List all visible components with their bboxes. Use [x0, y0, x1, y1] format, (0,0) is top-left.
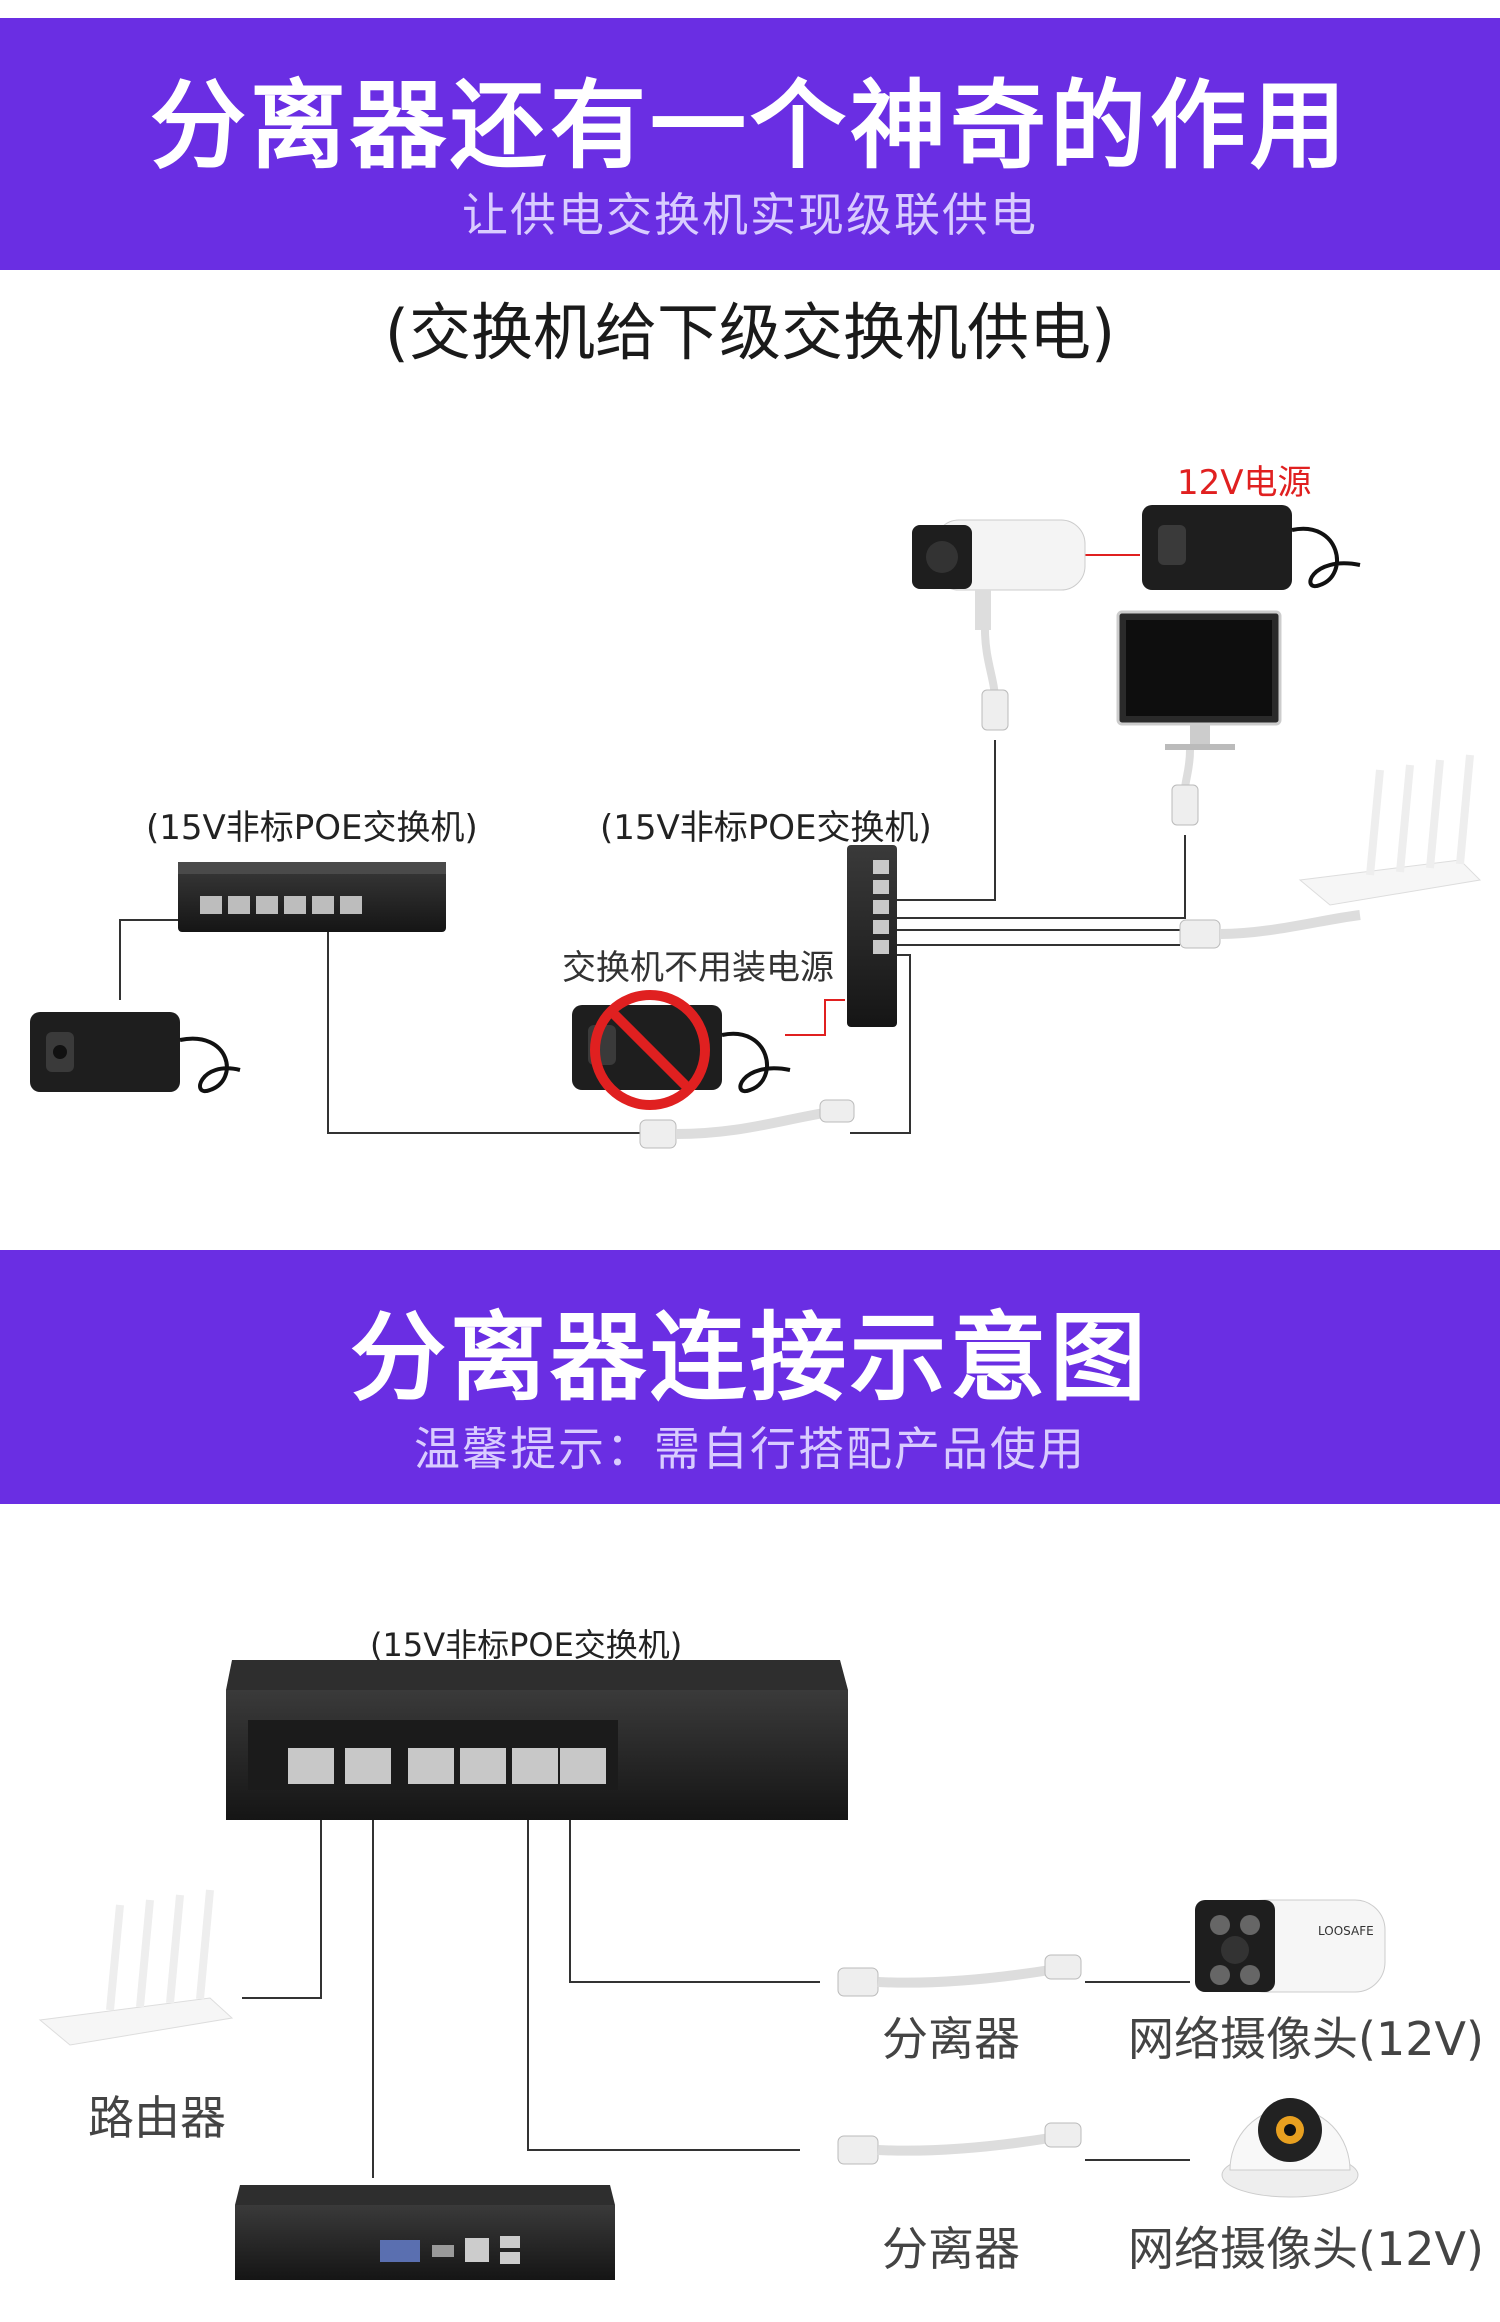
router-s1 — [1179, 754, 1482, 949]
router-s2 — [38, 1889, 234, 2046]
camera1-label: 网络摄像头(12V) — [1128, 2012, 1484, 2066]
splitter2-label: 分离器 — [882, 2222, 1020, 2276]
splitter-cable-s1 — [639, 1099, 855, 1149]
splitter-cable-2 — [837, 2122, 1082, 2165]
banner-top-subtitle: 让供电交换机实现级联供电 — [462, 188, 1038, 242]
power-adapter-prohibited — [572, 990, 791, 1110]
camera2-label: 网络摄像头(12V) — [1128, 2222, 1484, 2276]
router-label: 路由器 — [88, 2091, 226, 2145]
splitter1-label: 分离器 — [882, 2012, 1020, 2066]
banner-top: 分离器还有一个神奇的作用 让供电交换机实现级联供电 — [0, 18, 1500, 270]
section2-wires — [242, 1770, 1190, 2178]
poe-switch-left — [178, 862, 446, 932]
splitter-cable-1 — [837, 1954, 1082, 1997]
camera-bullet-s2: LOOSAFE — [1195, 1899, 1386, 1993]
switch-ports — [288, 1748, 606, 1784]
poe-switch-vertical — [847, 845, 897, 1027]
banner-bottom: 分离器连接示意图 温馨提示：需自行搭配产品使用 — [0, 1250, 1500, 1504]
banner-top-title: 分离器还有一个神奇的作用 — [150, 70, 1350, 182]
switch-main-label: (15V非标POE交换机) — [370, 1626, 683, 1664]
monitor — [1116, 610, 1282, 826]
power-adapter-12v — [1142, 505, 1361, 590]
section1-heading: (交换机给下级交换机供电) — [384, 296, 1116, 369]
banner-bottom-title: 分离器连接示意图 — [350, 1302, 1150, 1414]
banner-bottom-subtitle: 温馨提示：需自行搭配产品使用 — [414, 1422, 1086, 1476]
nvr-recorder — [235, 2185, 615, 2280]
section1-wires — [119, 554, 1186, 1134]
prohibit-icon — [590, 990, 710, 1110]
poe-switch-main — [226, 1660, 848, 1820]
no-power-label: 交换机不用装电源 — [562, 948, 834, 988]
switch-right-label: (15V非标POE交换机) — [600, 808, 932, 848]
power-adapter-left — [30, 1012, 241, 1094]
camera-bullet-s1 — [912, 519, 1086, 731]
camera-dome-s2 — [1221, 2098, 1359, 2198]
power-supply-label: 12V电源 — [1177, 463, 1312, 503]
switch-left-label: (15V非标POE交换机) — [146, 808, 478, 848]
camera-brand-text: LOOSAFE — [1318, 1924, 1374, 1938]
